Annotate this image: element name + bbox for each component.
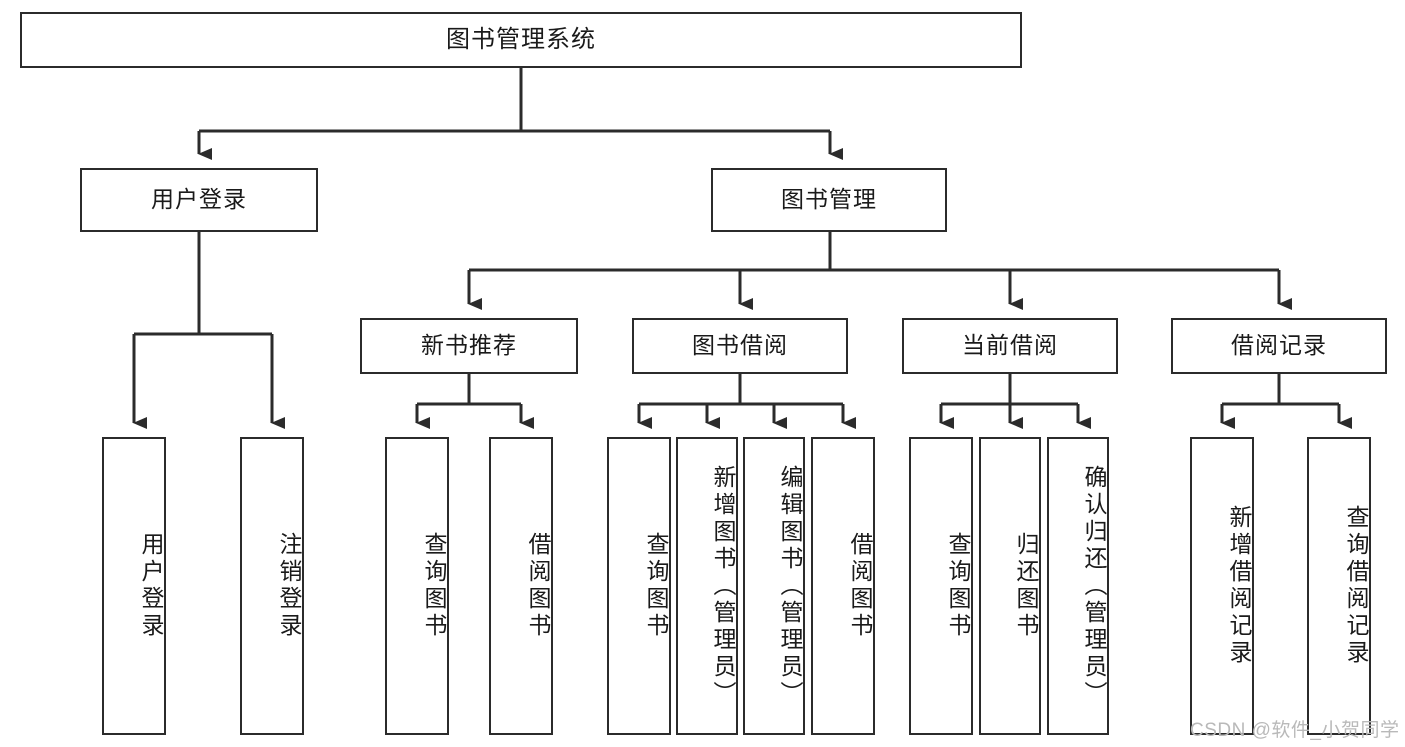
node-borrow-record[interactable]: 借阅记录	[1171, 318, 1387, 374]
leaf-newbook-query-books[interactable]: 查询图书	[385, 437, 449, 735]
leaf-borrow-edit-book-admin[interactable]: 编辑图书（管理员）	[743, 437, 805, 735]
leaf-current-return-books[interactable]: 归还图书	[979, 437, 1041, 735]
leaf-newbook-borrow-books[interactable]: 借阅图书	[489, 437, 553, 735]
leaf-borrow-borrow-books[interactable]: 借阅图书	[811, 437, 875, 735]
node-label: 当前借阅	[962, 332, 1058, 359]
node-label: 查询图书	[421, 532, 447, 640]
node-label: 注销登录	[276, 532, 302, 640]
leaf-record-query-borrow-record[interactable]: 查询借阅记录	[1307, 437, 1371, 735]
node-label: 图书管理	[781, 186, 877, 213]
node-label: 确认归还（管理员）	[1081, 464, 1107, 708]
node-book-management[interactable]: 图书管理	[711, 168, 947, 232]
leaf-user-login-signout[interactable]: 注销登录	[240, 437, 304, 735]
node-label: 归还图书	[1013, 532, 1039, 640]
leaf-borrow-query-books[interactable]: 查询图书	[607, 437, 671, 735]
node-new-book-recommend[interactable]: 新书推荐	[360, 318, 578, 374]
node-label: 新书推荐	[421, 332, 517, 359]
node-label: 图书管理系统	[446, 25, 596, 53]
node-book-borrow[interactable]: 图书借阅	[632, 318, 848, 374]
node-label: 借阅图书	[525, 532, 551, 640]
node-user-login[interactable]: 用户登录	[80, 168, 318, 232]
leaf-record-add-borrow-record[interactable]: 新增借阅记录	[1190, 437, 1254, 735]
node-label: 借阅记录	[1231, 332, 1327, 359]
node-label: 查询图书	[945, 532, 971, 640]
node-label: 查询借阅记录	[1343, 505, 1369, 667]
node-label: 查询图书	[643, 532, 669, 640]
node-label: 新增借阅记录	[1226, 505, 1252, 667]
leaf-current-query-books[interactable]: 查询图书	[909, 437, 973, 735]
node-label: 编辑图书（管理员）	[777, 464, 803, 708]
node-label: 用户登录	[151, 186, 247, 213]
node-label: 借阅图书	[847, 532, 873, 640]
node-label: 用户登录	[138, 532, 164, 640]
leaf-current-confirm-return-admin[interactable]: 确认归还（管理员）	[1047, 437, 1109, 735]
node-current-borrow[interactable]: 当前借阅	[902, 318, 1118, 374]
leaf-user-login-signin[interactable]: 用户登录	[102, 437, 166, 735]
csdn-watermark: CSDN @软件_小贺同学	[1190, 720, 1400, 741]
node-label: 新增图书（管理员）	[710, 464, 736, 708]
leaf-borrow-add-book-admin[interactable]: 新增图书（管理员）	[676, 437, 738, 735]
node-root-book-management-system[interactable]: 图书管理系统	[20, 12, 1022, 68]
node-label: 图书借阅	[692, 332, 788, 359]
